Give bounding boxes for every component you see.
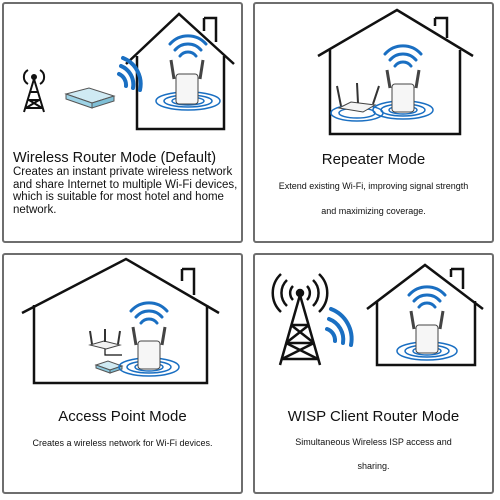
cell-tower-icon [271, 273, 329, 366]
mode-title: WISP Client Router Mode [287, 408, 460, 425]
wifi-signal-icon [129, 301, 169, 325]
wifi-signal-icon [383, 44, 423, 68]
house-icon [125, 12, 235, 131]
modem-icon [94, 360, 124, 374]
mode-description-line-1: Extend existing Wi-Fi, improving signal … [278, 181, 469, 191]
house-icon [317, 8, 474, 136]
mode-title: Wireless Router Mode (Default) [13, 150, 217, 166]
extender-icon [118, 326, 180, 377]
panel-access-point-mode: Access Point Mode Creates a wireless net… [2, 253, 243, 494]
panel-repeater-mode: Repeater Mode Extend existing Wi-Fi, imp… [253, 2, 494, 243]
extender-icon [372, 69, 434, 120]
mode-description: Creates a wireless network for Wi-Fi dev… [32, 438, 213, 448]
mode-title: Repeater Mode [321, 151, 426, 168]
wisp-illustration [271, 263, 484, 367]
wireless-router-illustration [22, 12, 235, 131]
router-icon [88, 329, 122, 356]
router-icon [330, 82, 384, 122]
access-point-illustration [21, 257, 220, 385]
extender-icon [155, 59, 221, 111]
cell-tower-icon [22, 69, 46, 113]
mode-description: Creates an instant private wireless netw… [13, 166, 238, 216]
house-icon [21, 257, 220, 385]
mode-description-line-1: Simultaneous Wireless ISP access and [295, 437, 452, 447]
modem-icon [64, 87, 116, 109]
wifi-signal-icon [117, 56, 143, 92]
extender-icon [396, 310, 458, 361]
wifi-signal-icon [325, 307, 354, 347]
panel-wireless-router-mode: Wireless Router Mode (Default) Creates a… [2, 2, 243, 243]
mode-description-line-2: and maximizing coverage. [321, 206, 426, 216]
repeater-illustration [317, 8, 474, 136]
house-icon [366, 263, 484, 367]
mode-description-line-2: sharing. [357, 461, 390, 471]
mode-title: Access Point Mode [58, 408, 187, 425]
panel-wisp-client-router-mode: WISP Client Router Mode Simultaneous Wir… [253, 253, 494, 494]
